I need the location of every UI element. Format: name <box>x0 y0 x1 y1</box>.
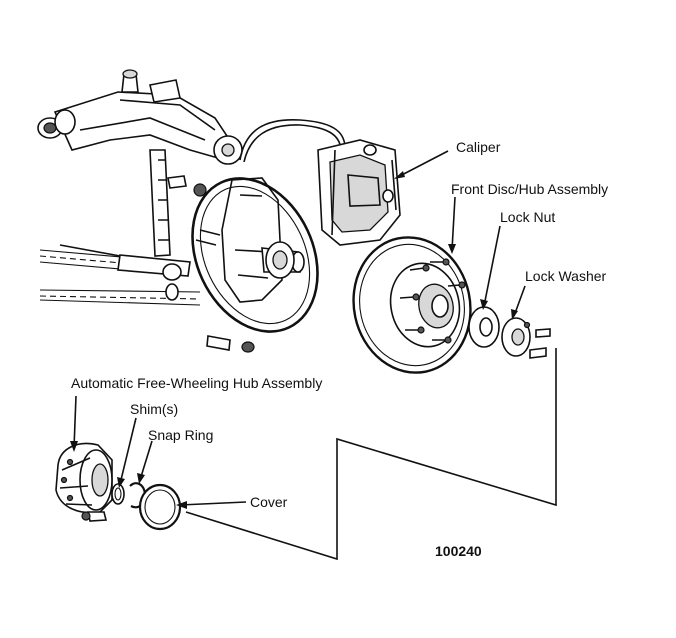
lock-nut <box>468 306 500 348</box>
label-lock-nut: Lock Nut <box>500 209 555 225</box>
caliper <box>317 139 401 246</box>
figure-number: 100240 <box>435 543 482 559</box>
label-free-wheeling-hub: Automatic Free-Wheeling Hub Assembly <box>71 375 322 391</box>
label-shims: Shim(s) <box>130 401 178 417</box>
suspension-assembly <box>37 69 346 353</box>
leader-lines <box>70 150 526 509</box>
free-wheeling-hub-assembly <box>55 442 113 522</box>
label-lock-washer: Lock Washer <box>525 268 607 284</box>
cover <box>138 483 182 531</box>
label-cover: Cover <box>250 494 288 510</box>
label-front-disc-hub: Front Disc/Hub Assembly <box>451 181 608 197</box>
front-disc-hub-assembly <box>352 236 472 374</box>
label-caliper: Caliper <box>456 139 501 155</box>
assembly-path-line <box>185 348 557 561</box>
label-snap-ring: Snap Ring <box>148 427 213 443</box>
shims <box>111 483 125 505</box>
lock-washer <box>501 317 551 359</box>
